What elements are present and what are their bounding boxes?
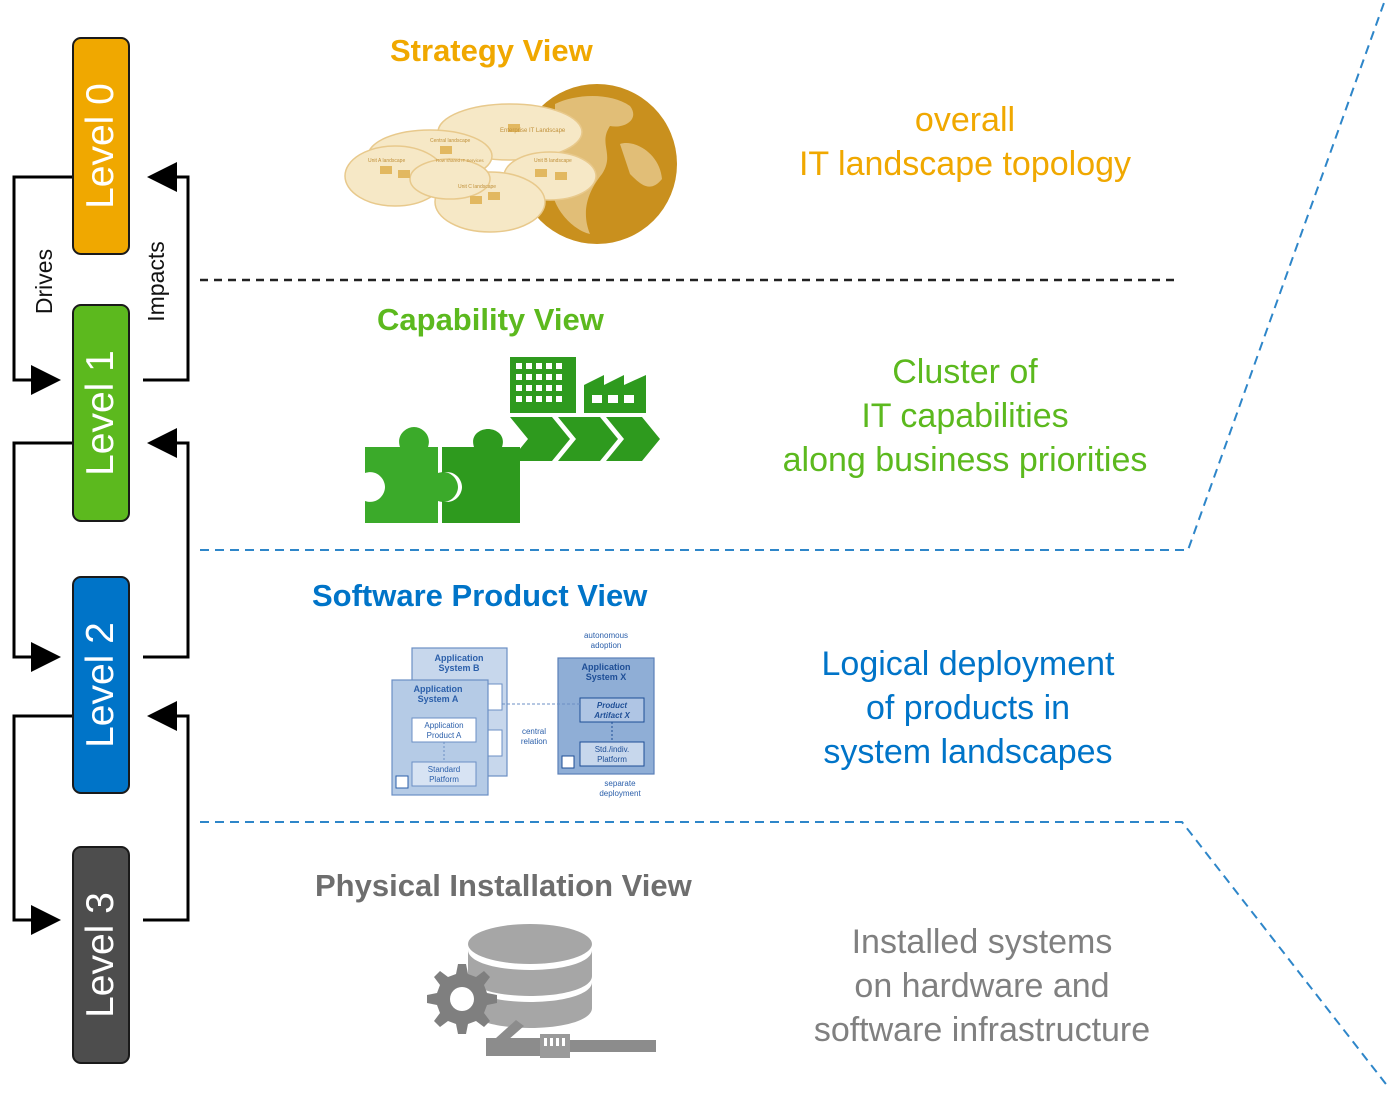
shared-services-caption: Row shared IT Services <box>436 158 484 163</box>
software-view-description: Logical deployment of products in system… <box>768 642 1168 774</box>
software-desc-line-2: of products in <box>865 689 1071 727</box>
std-indiv-line-1: Std./indiv. <box>595 745 630 754</box>
product-a-line-1: Application <box>424 721 463 730</box>
capability-desc-line-2: IT capabilities <box>861 397 1069 435</box>
level-0-label: Level 0 <box>79 83 123 209</box>
physical-desc-line-3: software infrastructure <box>813 1011 1151 1049</box>
globe-cloud-landscape-icon: Enterprise IT Landscape Central landscap… <box>344 84 677 244</box>
level-3-box: Level 3 <box>72 846 130 1064</box>
drives-arrow-0-1 <box>12 175 72 395</box>
divider-software-physical <box>200 821 1389 1089</box>
software-product-view-title: Software Product View <box>312 578 648 613</box>
capability-desc-line-1: Cluster of <box>892 353 1038 391</box>
capability-desc-line-3: along business priorities <box>782 441 1148 479</box>
unit-c-caption: Unit C landscape <box>458 184 496 190</box>
factory-icon <box>584 375 646 413</box>
system-x-badge-icon <box>561 755 575 769</box>
physical-view-description: Installed systems on hardware and softwa… <box>772 920 1192 1052</box>
database-icon <box>468 924 592 1028</box>
system-b-port-1 <box>487 683 503 711</box>
impacts-arrow-1-0 <box>143 162 190 382</box>
drives-arrow-2-3 <box>12 714 72 935</box>
product-artifact-x-box <box>579 697 645 723</box>
office-building-icon <box>510 357 576 413</box>
central-relation-line-1: central <box>522 727 546 736</box>
unit-b-caption: Unit B landscape <box>534 158 572 164</box>
puzzle-factory-chevron-icon <box>365 357 660 523</box>
system-a-line-1: Application <box>414 684 463 694</box>
unit-a-caption: Unit A landscape <box>368 158 405 164</box>
software-desc-line-3: system landscapes <box>823 733 1113 771</box>
std-indiv-platform-box <box>579 741 645 767</box>
system-b-line-2: System B <box>438 663 480 673</box>
impacts-arrow-2-1 <box>143 428 190 659</box>
puzzle-icon <box>365 427 520 523</box>
application-system-diagram: Application System B Application System … <box>391 631 655 798</box>
impacts-arrow-3-2 <box>143 701 190 922</box>
system-a-line-2: System A <box>418 694 459 704</box>
network-cable-icon <box>486 1020 656 1058</box>
database-gear-cable-icon <box>427 924 656 1058</box>
level-0-box: Level 0 <box>72 37 130 255</box>
standard-platform-line-1: Standard <box>428 765 460 774</box>
autonomous-line-1: autonomous <box>584 631 628 640</box>
central-landscape-caption: Central landscape <box>430 138 471 144</box>
capability-view-title: Capability View <box>377 302 604 337</box>
level-1-box: Level 1 <box>72 304 130 522</box>
software-desc-line-1: Logical deployment <box>821 645 1115 683</box>
central-relation-line-2: relation <box>521 737 547 746</box>
strategy-desc-line-2: IT landscape topology <box>798 145 1132 183</box>
standard-platform-box <box>411 761 477 787</box>
enterprise-landscape-caption: Enterprise IT Landscape <box>500 128 566 134</box>
standard-platform-line-2: Platform <box>429 775 459 784</box>
physical-desc-line-1: Installed systems <box>851 923 1113 961</box>
impacts-label: Impacts <box>142 241 169 322</box>
drives-arrow-1-2 <box>12 441 72 672</box>
system-x-line-1: Application <box>582 662 631 672</box>
artifact-x-line-2: Artifact X <box>593 711 630 720</box>
level-1-label: Level 1 <box>79 350 123 476</box>
level-3-label: Level 3 <box>79 892 123 1018</box>
physical-desc-line-2: on hardware and <box>854 967 1110 1005</box>
strategy-view-description: overall IT landscape topology <box>760 98 1170 186</box>
system-b-line-1: Application <box>435 653 484 663</box>
capability-view-description: Cluster of IT capabilities along busines… <box>750 350 1180 482</box>
physical-installation-view-title: Physical Installation View <box>315 868 692 903</box>
system-b-port-2 <box>487 729 503 757</box>
autonomous-line-2: adoption <box>591 641 622 650</box>
gear-icon <box>427 964 497 1034</box>
drives-label: Drives <box>31 248 58 315</box>
separate-line-1: separate <box>604 779 636 788</box>
application-product-a-box <box>411 717 477 743</box>
level-2-box: Level 2 <box>72 576 130 794</box>
system-a-badge-icon <box>395 775 409 789</box>
std-indiv-line-2: Platform <box>597 755 627 764</box>
separate-line-2: deployment <box>599 789 641 798</box>
system-x-line-2: System X <box>586 672 627 682</box>
strategy-desc-line-1: overall <box>914 101 1016 139</box>
strategy-view-title: Strategy View <box>390 33 593 68</box>
artifact-x-line-1: Product <box>597 701 628 710</box>
level-2-label: Level 2 <box>79 622 123 748</box>
chevron-arrows-icon <box>510 417 660 461</box>
product-a-line-2: Product A <box>427 731 462 740</box>
